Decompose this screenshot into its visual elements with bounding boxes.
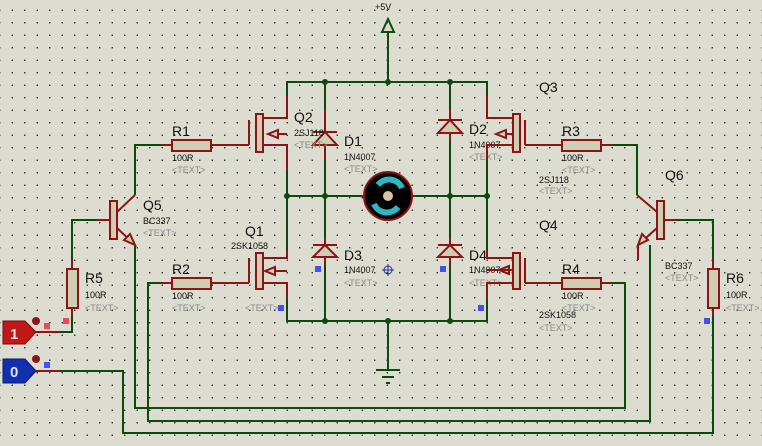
d3-value: 1N4007 (344, 265, 376, 275)
d4-text: <TEXT> (469, 278, 503, 288)
logic-state-low[interactable] (2, 358, 37, 384)
r3-ref: R3 (562, 123, 580, 139)
crosshair-icon (382, 264, 394, 276)
r1-value: 100R (172, 153, 194, 163)
toggle-icon[interactable] (32, 317, 40, 325)
d3-ref: D3 (344, 247, 362, 263)
d1-text: <TEXT> (344, 164, 378, 174)
q4-value: 2SK1058 (539, 310, 576, 320)
q3-ref: Q3 (539, 79, 558, 95)
q5-value: BC337 (143, 216, 171, 226)
power-label: +5V (375, 2, 391, 12)
bjt-q5[interactable]: Q5 BC337 <TEXT> (98, 194, 177, 248)
resistor-r4[interactable]: R4 100R <TEXT> (552, 261, 612, 313)
q6-text: <TEXT> (665, 273, 699, 283)
resistor-r5[interactable]: R5 100R <TEXT> (63, 260, 119, 324)
diode-d4[interactable]: D4 1N4007 <TEXT> (435, 238, 503, 288)
q4-text: <TEXT> (539, 323, 573, 333)
q2-text: <TEXT> (294, 140, 328, 150)
r4-text: <TEXT> (562, 303, 596, 313)
q6-value: BC337 (665, 261, 693, 271)
wires (35, 81, 714, 434)
ground-symbol[interactable] (376, 369, 400, 384)
q2-ref: Q2 (294, 109, 313, 125)
logic-input-1[interactable]: 1 (2, 317, 60, 345)
d2-value: 1N4007 (469, 140, 501, 150)
r2-text: <TEXT> (172, 303, 206, 313)
d1-value: 1N4007 (344, 152, 376, 162)
resistor-r2[interactable]: R2 100R <TEXT> (162, 261, 222, 313)
d4-ref: D4 (469, 247, 487, 263)
r1-text: <TEXT> (172, 165, 206, 175)
logic-input-0-label: 0 (10, 364, 18, 381)
junctions (284, 79, 490, 324)
motor[interactable] (362, 171, 415, 221)
q1-text: <TEXT> (245, 303, 279, 313)
r5-text: <TEXT> (85, 303, 119, 313)
mosfet-q3[interactable]: Q3 2SJ118 <TEXT> (486, 79, 573, 196)
q5-ref: Q5 (143, 197, 162, 213)
r6-value: 100R (726, 290, 748, 300)
diode-d1[interactable]: D1 1N4007 <TEXT> (310, 110, 378, 174)
logic-state-high[interactable] (2, 320, 37, 345)
diode-d3[interactable]: D3 1N4007 <TEXT> (310, 238, 394, 288)
r4-value: 100R (562, 291, 584, 301)
logic-input-1-label: 1 (10, 326, 18, 343)
r6-ref: R6 (726, 270, 744, 286)
q2-value: 2SJ118 (294, 128, 324, 138)
q5-text: <TEXT> (143, 228, 177, 238)
q4-ref: Q4 (539, 217, 558, 233)
motor-ring-icon (375, 176, 405, 190)
r1-ref: R1 (172, 123, 190, 139)
resistor-r6[interactable]: R6 100R <TEXT> (704, 260, 760, 324)
mosfet-q1[interactable]: Q1 2SK1058 <TEXT> (212, 223, 288, 313)
d2-ref: D2 (469, 121, 487, 137)
q3-value: 2SJ118 (539, 175, 569, 185)
q3-text: <TEXT> (539, 186, 573, 196)
d4-value: 1N4007 (469, 265, 501, 275)
q6-ref: Q6 (665, 167, 684, 183)
r3-value: 100R (562, 153, 584, 163)
resistor-r1[interactable]: R1 100R <TEXT> (162, 123, 222, 175)
r2-ref: R2 (172, 261, 190, 277)
bjt-q6[interactable]: Q6 BC337 <TEXT> (636, 167, 699, 283)
r4-ref: R4 (562, 261, 580, 277)
d3-text: <TEXT> (344, 278, 378, 288)
q1-value: 2SK1058 (231, 241, 268, 251)
logic-input-0[interactable]: 0 (2, 355, 60, 384)
power-arrow-icon (380, 16, 396, 33)
d2-text: <TEXT> (469, 152, 503, 162)
d1-ref: D1 (344, 133, 362, 149)
mosfet-q2[interactable]: Q2 2SJ118 <TEXT> (212, 96, 328, 170)
r2-value: 100R (172, 291, 194, 301)
r3-text: <TEXT> (562, 165, 596, 175)
r5-value: 100R (85, 290, 107, 300)
resistor-r3[interactable]: R3 100R <TEXT> (552, 123, 612, 175)
diode-d2[interactable]: D2 1N4007 <TEXT> (435, 110, 503, 162)
r5-ref: R5 (85, 270, 103, 286)
r6-text: <TEXT> (726, 303, 760, 313)
toggle-icon[interactable] (32, 355, 40, 363)
power-terminal[interactable]: +5V (375, 2, 396, 82)
q1-ref: Q1 (245, 223, 264, 239)
